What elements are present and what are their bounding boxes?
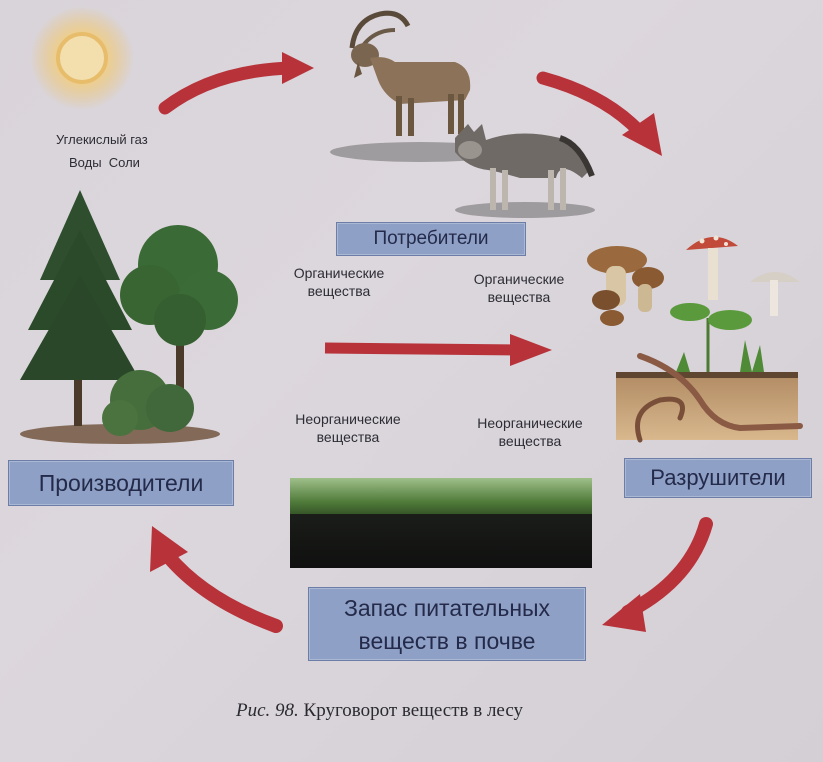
inputs-line-2: Воды Соли	[69, 155, 140, 170]
organic-left-label: Органические вещества	[276, 264, 402, 300]
figure-caption: Рис. 98. Круговорот веществ в лесу	[236, 700, 523, 722]
decomposers-label: Разрушители	[624, 458, 812, 498]
caption-prefix: Рис. 98.	[236, 700, 299, 721]
arrow-producers-to-decomposers	[324, 334, 552, 366]
organic-right-line-2: вещества	[487, 289, 551, 305]
soil-block-icon	[290, 478, 592, 568]
arrow-consumers-to-decomposers	[536, 71, 662, 156]
shrub-icon	[102, 370, 194, 436]
inorganic-left-line-1: Неорганические	[295, 411, 401, 427]
soil-reserve-line-1: Запас питательных	[343, 595, 551, 621]
inorganic-left-line-2: вещества	[316, 429, 380, 445]
arrow-sun-to-consumers	[158, 52, 314, 115]
inputs-line-1: Углекислый газ	[56, 132, 148, 147]
inorganic-left-label: Неорганические вещества	[274, 410, 422, 446]
mushrooms-icon	[587, 246, 664, 326]
arrow-decomposers-to-soil	[602, 517, 713, 632]
inorganic-right-label: Неорганические вещества	[456, 414, 604, 450]
soil-reserve-label: Запас питательных веществ в почве	[308, 587, 586, 661]
producers-label: Производители	[8, 460, 234, 506]
caption-title: Круговорот веществ в лесу	[303, 700, 524, 721]
worm-icon	[635, 353, 803, 443]
organic-right-label: Органические вещества	[456, 270, 582, 306]
deciduous-tree-icon	[120, 225, 238, 410]
organic-left-line-2: вещества	[307, 283, 371, 299]
inorganic-right-line-2: вещества	[498, 433, 562, 449]
organic-right-line-1: Органические	[473, 271, 565, 287]
sprout-icon	[670, 303, 764, 372]
soil-reserve-line-2: веществ в почве	[358, 628, 536, 654]
fly-agaric-icon	[686, 235, 738, 300]
inorganic-right-line-1: Неорганические	[477, 415, 583, 431]
arrow-soil-to-producers	[150, 526, 283, 633]
wolf-icon	[455, 124, 595, 218]
consumers-label: Потребители	[336, 222, 526, 256]
sun-icon	[30, 6, 134, 110]
organic-left-line-1: Органические	[293, 265, 385, 281]
white-mushroom-icon	[750, 272, 800, 316]
